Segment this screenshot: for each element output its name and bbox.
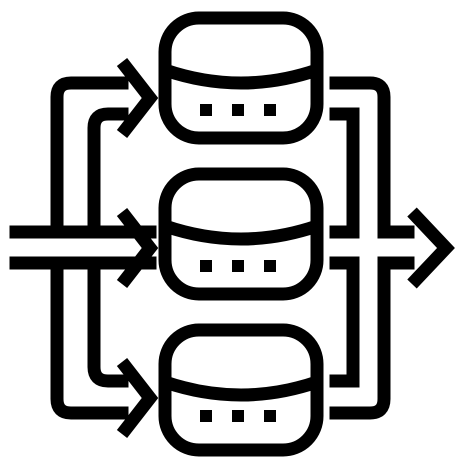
server-top-dots-icon [200, 104, 276, 116]
arrow-bottom-icon [116, 358, 159, 438]
server-bottom-dots-icon [200, 410, 276, 422]
server-middle-lid [162, 219, 320, 246]
arrow-top-icon [116, 58, 159, 138]
input-arrows [116, 58, 159, 438]
servers [158, 11, 324, 457]
left-inner-rail-top [87, 107, 129, 239]
right-outer-rail-bottom [329, 256, 415, 420]
right-outer-rail-top [329, 76, 415, 239]
connector-lines [9, 76, 415, 420]
output-arrow-icon [407, 207, 455, 289]
server-middle [158, 167, 324, 301]
arrow-middle-icon [116, 208, 159, 288]
left-outer-rail-top [50, 76, 129, 239]
server-top-lid [162, 63, 320, 90]
left-inner-rail-bottom [87, 256, 129, 388]
server-bottom-lid [162, 375, 320, 402]
right-inner-rail-bottom [329, 256, 360, 388]
server-bottom [158, 323, 324, 457]
server-top [158, 11, 324, 145]
server-middle-dots-icon [200, 260, 276, 272]
right-inner-rail-top [329, 107, 360, 239]
left-outer-rail-bottom [50, 256, 129, 420]
